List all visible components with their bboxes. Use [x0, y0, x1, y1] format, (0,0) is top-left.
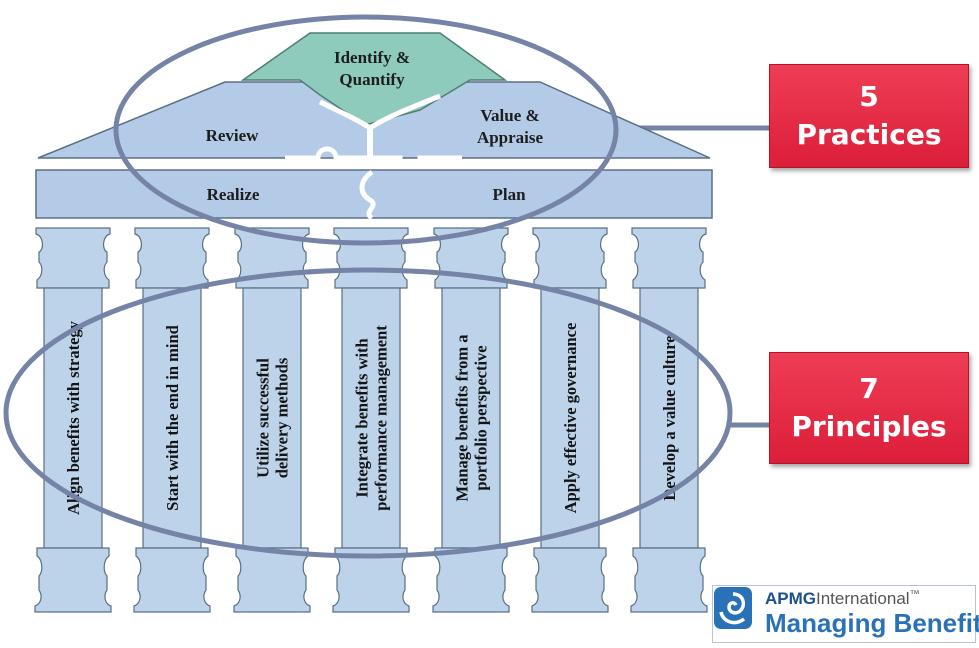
beam-divider: [359, 169, 376, 221]
practice-label-value-line2: Appraise: [477, 128, 544, 147]
pillar-shaft: [242, 287, 302, 549]
pillar-capital: [134, 227, 210, 289]
pillar-7-label-line1: Develop a value culture: [660, 335, 679, 500]
pillar-6-label-line1: Apply effective governance: [561, 323, 580, 514]
pillar-1-label-line1: Align benefits with strategy: [64, 320, 83, 515]
practice-label-realize: Realize: [207, 185, 260, 204]
roof-divider-curve: [318, 93, 441, 132]
practices-ellipse: [113, 14, 619, 246]
pillar-capital: [333, 227, 409, 289]
pillar-5-label-line2: portfolio perspective: [472, 345, 491, 490]
practice-label-plan: Plan: [492, 185, 526, 204]
logo-brand: APMG: [765, 589, 816, 608]
practice-label-identify-line2: Quantify: [339, 70, 405, 89]
pillar-base: [133, 547, 211, 613]
pillar-shaft: [441, 287, 501, 549]
pillar-6: Apply effective governance: [531, 227, 609, 613]
pillar-base: [233, 547, 311, 613]
pillar-2: Start with the end in mind: [133, 227, 211, 613]
apmg-logo: APMGInternational™ Managing Benefits: [712, 585, 979, 643]
pillar-2-label-line1: Start with the end in mind: [163, 325, 182, 511]
logo-tm: ™: [909, 589, 920, 600]
practices-callout: 5 Practices: [769, 64, 969, 168]
pillar-4-label-line2: performance management: [372, 325, 391, 511]
pillar-4-label-line1: Integrate benefits with: [353, 338, 372, 497]
pillar-base: [332, 547, 410, 613]
pillar-base: [630, 547, 708, 613]
pillar-shaft: [341, 287, 401, 549]
pillar-1: Align benefits with strategy: [34, 227, 112, 613]
pillar-base: [34, 547, 112, 613]
pillar-capital: [35, 227, 111, 289]
apmg-swirl-icon: [714, 587, 752, 629]
principles-label: Principles: [791, 410, 947, 443]
pillar-3-label-line1: Utilize successful: [254, 358, 273, 478]
pillars: Align benefits with strategy Start with t…: [34, 227, 708, 613]
pillar-capital: [631, 227, 707, 289]
practices-label: Practices: [796, 118, 942, 151]
roof-divider-bottom: [285, 146, 462, 170]
roof-top-piece: [240, 32, 508, 126]
roof-beam: [35, 169, 713, 219]
pillar-capital: [532, 227, 608, 289]
pillar-base: [432, 547, 510, 613]
principles-count: 7: [859, 372, 879, 405]
pillar-7: Develop a value culture: [630, 227, 708, 613]
logo-org: International: [816, 589, 910, 608]
principles-ellipse: [3, 267, 733, 559]
logo-organization: APMGInternational™: [765, 589, 920, 609]
practices-count: 5: [859, 80, 879, 113]
practice-label-identify-line1: Identify &: [334, 48, 410, 67]
pillar-3-label-line2: delivery methods: [273, 357, 292, 478]
pillar-5-label-line1: Manage benefits from a: [453, 335, 472, 502]
principles-callout: 7 Principles: [769, 352, 969, 464]
practice-label-review: Review: [206, 126, 260, 145]
pillar-base: [531, 547, 609, 613]
practice-label-value-line1: Value &: [480, 106, 539, 125]
pillar-shaft: [142, 287, 202, 549]
logo-product: Managing Benefits: [765, 608, 979, 638]
